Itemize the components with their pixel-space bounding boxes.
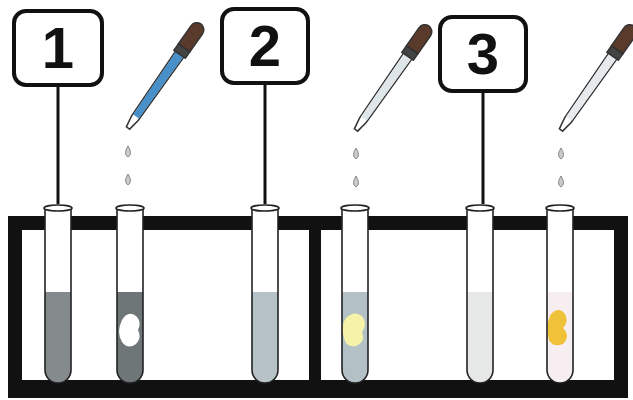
callout-box: 2 — [220, 7, 310, 85]
callout-number: 2 — [249, 17, 281, 75]
callout-number: 1 — [42, 19, 74, 77]
drops — [126, 146, 564, 187]
callout-number: 3 — [467, 25, 499, 83]
droppers — [122, 20, 633, 134]
callout-box: 1 — [12, 9, 104, 87]
callout-box: 3 — [438, 15, 528, 93]
test-tubes — [40, 200, 580, 392]
rack — [8, 216, 628, 398]
leader-lines — [58, 84, 483, 204]
